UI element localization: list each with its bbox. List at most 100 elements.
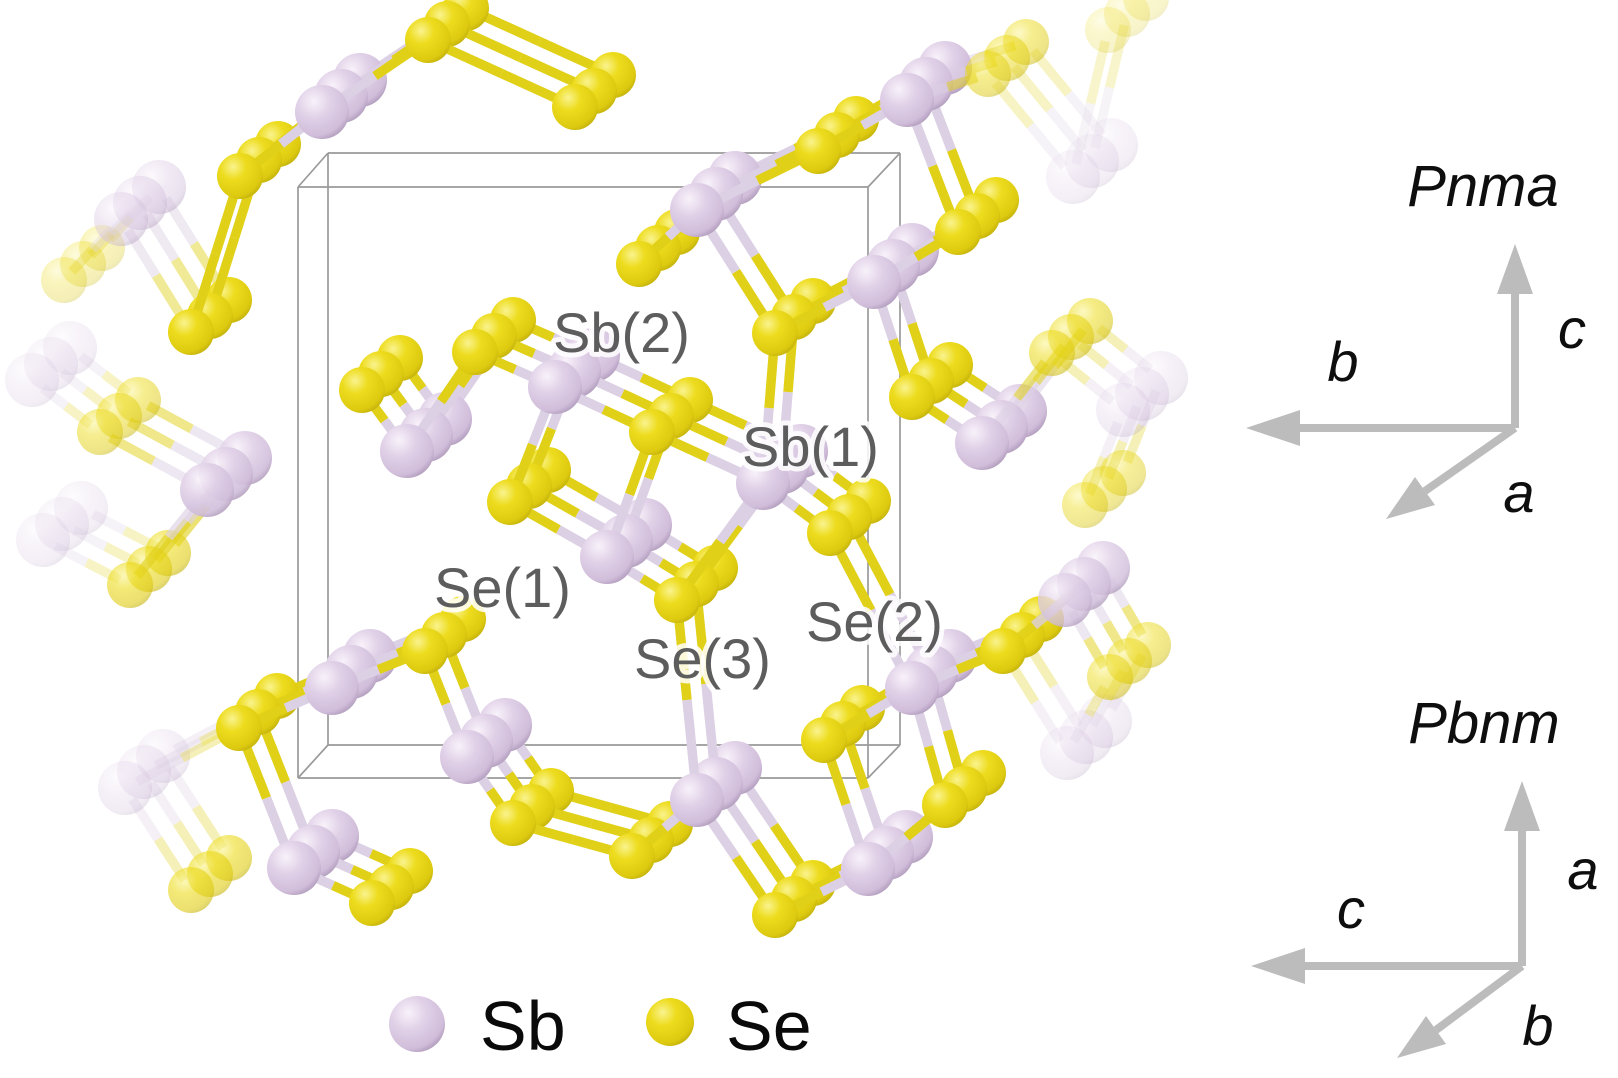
atom-sb	[295, 85, 349, 139]
legend-se-sphere	[646, 998, 694, 1046]
bond-half-se	[208, 236, 240, 307]
site-label: Sb(1)	[742, 415, 879, 478]
legend-sb-label: Sb	[480, 987, 566, 1065]
bond-half-se	[692, 594, 711, 685]
atom-se	[487, 479, 533, 525]
site-label: Se(1)	[434, 556, 571, 619]
atom-se	[801, 717, 847, 763]
atom-se	[616, 241, 662, 287]
atom-sb	[736, 456, 790, 510]
atom-se	[1029, 330, 1075, 376]
atom-sb	[180, 463, 234, 517]
ball-and-stick-model	[5, 0, 1188, 938]
cell-edge	[297, 152, 329, 188]
atom-sb	[670, 773, 724, 827]
atom-sb	[1046, 150, 1100, 204]
space-group-title-pnma: Pnma	[1407, 154, 1559, 219]
atom-se	[217, 153, 263, 199]
site-label: Sb(2)	[553, 301, 690, 364]
axis-arrowhead-left	[1246, 410, 1300, 446]
atom-se	[922, 782, 968, 828]
site-labels: Sb(2) Sb(1) Se(1) Se(2) Se(3)	[429, 296, 948, 695]
atom-se	[654, 577, 700, 623]
bond-half-se	[673, 610, 692, 701]
atom-se	[1087, 654, 1133, 700]
bond-half-se	[831, 540, 876, 613]
atom-se	[752, 892, 798, 938]
axis-arrowhead-diagonal	[1397, 1016, 1446, 1058]
cell-edge	[867, 152, 901, 188]
axis-panel-pbnm: Pbnm a c b	[1251, 687, 1605, 1063]
atom-sb	[580, 530, 634, 584]
atom-se	[405, 17, 451, 63]
atom-sb	[528, 360, 582, 414]
legend: Sb Se	[389, 987, 812, 1065]
atom-sb	[440, 730, 494, 784]
bond-half-se	[474, 8, 542, 46]
atom-se	[965, 51, 1011, 97]
atom-se	[490, 800, 536, 846]
bond-half-se	[518, 53, 586, 91]
axis-label-left: c	[1337, 877, 1365, 940]
atom-se	[935, 209, 981, 255]
bond-half-se	[455, 24, 523, 62]
cell-edge	[297, 744, 329, 779]
axis-arrowhead-up	[1497, 244, 1533, 294]
bond-half-se	[499, 69, 567, 107]
atom-se	[168, 309, 214, 355]
atom-sb	[380, 424, 434, 478]
atom-se	[980, 628, 1026, 674]
bond-half-se	[210, 185, 242, 256]
atom-se	[349, 880, 395, 926]
atom-se	[795, 128, 841, 174]
axis-label-diagonal: b	[1522, 994, 1553, 1057]
axis-label-up: a	[1567, 838, 1598, 901]
atom-sb	[1038, 573, 1092, 627]
atom-sb	[94, 192, 148, 246]
axis-label-diagonal: a	[1503, 461, 1534, 524]
bond-half-se	[436, 40, 504, 78]
atom-sb	[1040, 726, 1094, 780]
atom-sb	[670, 183, 724, 237]
axis-panel-pnma: Pnma c b a	[1246, 150, 1592, 530]
axis-label-up: c	[1558, 297, 1586, 360]
bond-half-se	[850, 524, 895, 597]
axis-arrow-diagonal	[1422, 424, 1518, 495]
atom-sb	[305, 661, 359, 715]
atom-sb	[841, 842, 895, 896]
atom-se	[609, 833, 655, 879]
atom-se	[77, 409, 123, 455]
atom-sb	[880, 73, 934, 127]
atom-se	[41, 257, 87, 303]
atom-se	[807, 510, 853, 556]
atom-sb	[955, 416, 1009, 470]
bond-half-se	[189, 252, 221, 323]
atom-sb	[5, 353, 59, 407]
atom-sb	[885, 661, 939, 715]
atom-se	[339, 367, 385, 413]
atom-se	[752, 310, 798, 356]
axis-arrowhead-left	[1251, 948, 1305, 984]
space-group-title-pbnm: Pbnm	[1408, 691, 1560, 756]
legend-se-label: Se	[726, 987, 812, 1065]
atom-se	[168, 867, 214, 913]
atom-sb	[1096, 383, 1150, 437]
axis-arrow-diagonal	[1433, 962, 1525, 1034]
site-label: Se(2)	[806, 590, 943, 653]
atom-se	[107, 562, 153, 608]
atom-se	[216, 705, 262, 751]
atom-se	[402, 628, 448, 674]
atom-se	[1062, 482, 1108, 528]
bond-half-sb	[701, 683, 720, 772]
cell-edge	[867, 744, 901, 779]
atom-se	[452, 329, 498, 375]
atom-sb	[98, 761, 152, 815]
site-label: Se(3)	[634, 627, 771, 690]
legend-sb-sphere	[389, 996, 445, 1052]
atom-sb	[847, 255, 901, 309]
axis-label-left: b	[1327, 330, 1358, 393]
atom-se	[552, 84, 598, 130]
atom-se	[629, 409, 675, 455]
